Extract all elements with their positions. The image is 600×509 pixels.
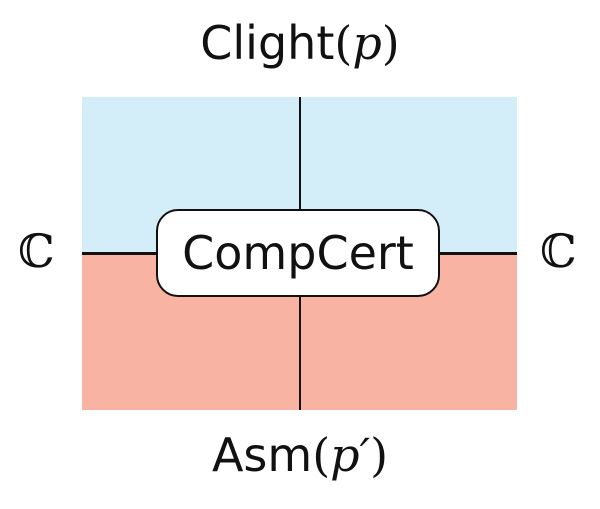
source-program-var: p (352, 16, 382, 70)
right-interface-label: ℂ (540, 224, 577, 278)
open-paren: ( (312, 428, 331, 482)
source-language-name: Clight (200, 16, 335, 70)
close-paren: ) (370, 428, 389, 482)
left-interface-label: ℂ (18, 224, 55, 278)
target-program-var: p′ (330, 428, 371, 482)
target-program-label: Asm(p′) (0, 432, 600, 478)
target-language-name: Asm (211, 428, 313, 482)
source-program-label: Clight(p) (0, 20, 600, 66)
open-paren: ( (334, 16, 353, 70)
close-paren: ) (381, 16, 400, 70)
compiler-name: CompCert (182, 226, 414, 280)
compiler-box: CompCert (156, 209, 440, 297)
